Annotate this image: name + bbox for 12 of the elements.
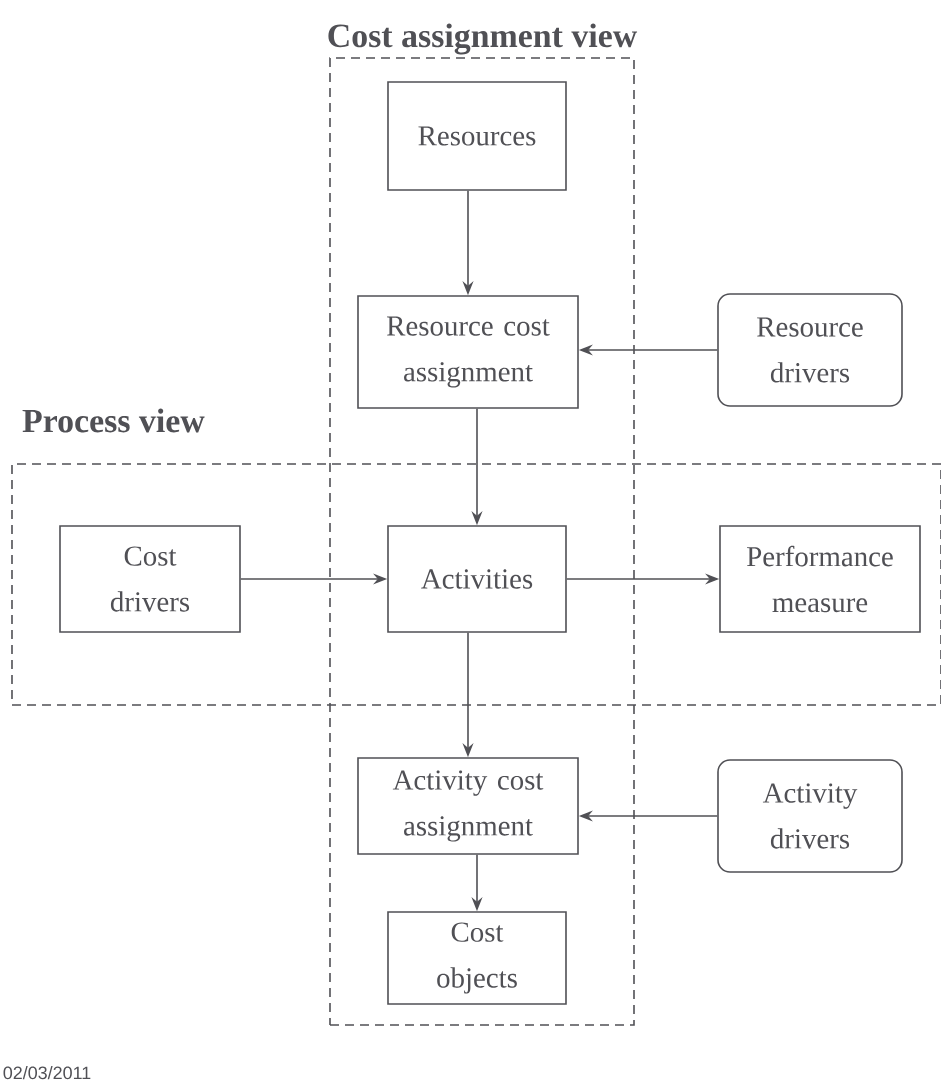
process-box: Cost drivers [59,525,241,633]
driver-box: Activity drivers [717,759,903,873]
process-box: Activities [387,525,567,633]
node-label: Process view [22,408,205,433]
process-box: Resource cost assignment [357,295,579,409]
node-label: Cost assignment view [328,23,638,55]
date-label: 02/03/2011 [3,1066,91,1080]
driver-box: Resource drivers [717,293,903,407]
process-box: Performance measure [719,525,921,633]
process-box: Activity cost assignment [357,757,579,855]
process-box: Resources [387,81,567,191]
process-box: Cost objects [387,911,567,1005]
